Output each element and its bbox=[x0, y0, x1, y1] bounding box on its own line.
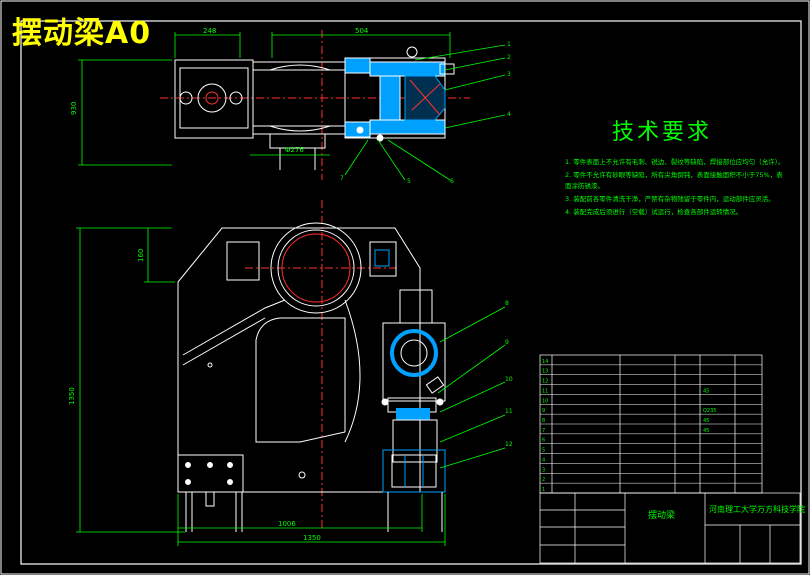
balloon-5: 5 bbox=[407, 178, 411, 185]
dim-top-height: 930 bbox=[70, 102, 78, 115]
balloon-11: 11 bbox=[505, 408, 513, 415]
parts-row-no: 3 bbox=[542, 467, 545, 473]
tech-requirements-notes: 1. 零件表面上不允许有毛刺、锐边、裂纹等缺陷，焊接部位应均匀（允许）。 2. … bbox=[565, 157, 787, 220]
drawing-title: 摆动梁A0 bbox=[12, 16, 152, 51]
dim-top-bottom: Φ276 bbox=[285, 146, 304, 154]
inner-frame bbox=[20, 20, 802, 565]
balloon-1: 1 bbox=[507, 41, 511, 48]
balloon-2: 2 bbox=[507, 54, 511, 61]
parts-row-material: 45 bbox=[703, 388, 709, 394]
parts-row-no: 14 bbox=[542, 359, 548, 365]
balloons: 1 2 3 4 5 6 7 8 9 10 11 12 bbox=[340, 41, 513, 448]
dim-front-width-2: 1350 bbox=[303, 534, 321, 542]
balloon-7: 7 bbox=[340, 175, 344, 182]
parts-row-material: Q235 bbox=[703, 408, 716, 414]
balloon-9: 9 bbox=[505, 339, 509, 346]
tech-note-2: 2. 零件不允许有砂眼等缺陷，所有尖角倒钝，表面接触面积不小于75%，表面涂防锈… bbox=[565, 171, 783, 190]
dim-top-width-1: 248 bbox=[203, 27, 216, 35]
balloon-6: 6 bbox=[450, 178, 454, 185]
parts-row-no: 7 bbox=[542, 428, 545, 434]
parts-row-material: 45 bbox=[703, 428, 709, 434]
dim-front-small: 160 bbox=[137, 249, 145, 262]
parts-row-no: 1 bbox=[542, 487, 545, 493]
dim-top-width-2: 504 bbox=[355, 27, 369, 35]
top-view bbox=[160, 30, 470, 180]
parts-row-no: 10 bbox=[542, 398, 548, 404]
balloon-12: 12 bbox=[505, 441, 513, 448]
parts-row-no: 5 bbox=[542, 448, 545, 454]
parts-row-no: 6 bbox=[542, 438, 545, 444]
title-block bbox=[539, 354, 801, 564]
balloon-3: 3 bbox=[507, 71, 511, 78]
parts-row-no: 11 bbox=[542, 388, 548, 394]
parts-row-no: 2 bbox=[542, 477, 545, 483]
balloon-4: 4 bbox=[507, 111, 511, 118]
dim-front-width-1: 1006 bbox=[278, 520, 296, 528]
parts-row-no: 4 bbox=[542, 457, 545, 463]
tech-note-4: 4. 装配完成后须进行（空载）试运行，检查各部件运转情况。 bbox=[565, 208, 743, 216]
company-name: 河南理工大学万方科技学院 bbox=[709, 504, 805, 514]
balloon-10: 10 bbox=[505, 376, 513, 383]
dim-front-height: 1350 bbox=[68, 387, 76, 405]
tech-note-3: 3. 装配前各零件清洗干净，严禁有杂物残留于零件内，运动部件应灵活。 bbox=[565, 195, 775, 203]
balloon-8: 8 bbox=[505, 300, 509, 307]
parts-row-no: 9 bbox=[542, 408, 545, 414]
leader-lines bbox=[344, 44, 506, 469]
tech-requirements-title: 技术要求 bbox=[612, 120, 713, 145]
parts-row-no: 8 bbox=[542, 418, 545, 424]
front-view-dimensions bbox=[76, 227, 446, 546]
front-view bbox=[177, 200, 446, 532]
parts-row-no: 12 bbox=[542, 379, 548, 385]
parts-list: 14 13 12 11 45 10 9 Q235 8 45 7 45 6 5 4 3 2 1 bbox=[540, 359, 762, 494]
tech-note-1: 1. 零件表面上不允许有毛刺、锐边、裂纹等缺陷，焊接部位应均匀（允许）。 bbox=[565, 158, 785, 166]
parts-row-no: 13 bbox=[542, 369, 548, 375]
parts-row-material: 45 bbox=[703, 418, 709, 424]
drawing-name: 摆动梁 bbox=[648, 509, 675, 521]
top-view-dimensions bbox=[78, 32, 451, 166]
